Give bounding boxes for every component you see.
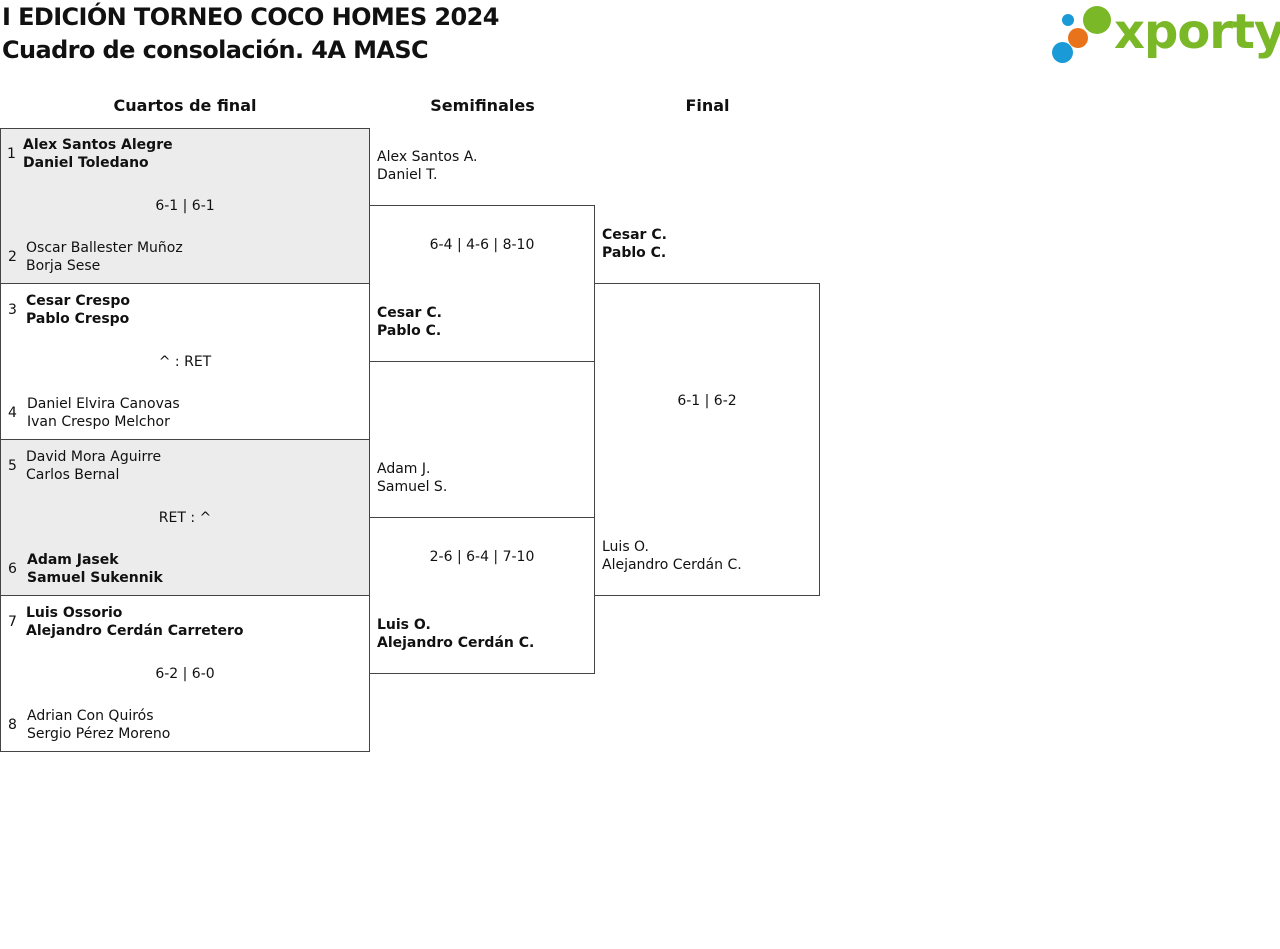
seed-number: 3 [8, 302, 17, 318]
team-sf1-bottom: Cesar C. Pablo C. [377, 304, 442, 340]
xporty-logo: xporty [1052, 4, 1280, 66]
player-name: Adam J. [377, 461, 431, 477]
page-subtitle: Cuadro de consolación. 4A MASC [2, 36, 429, 64]
team-qf1-top: Alex Santos Alegre Daniel Toledano [23, 136, 173, 172]
player-name: Cesar C. [377, 305, 442, 321]
player-name: Carlos Bernal [26, 467, 120, 483]
team-qf3-top: David Mora Aguirre Carlos Bernal [26, 448, 161, 484]
round-header-quarterfinals: Cuartos de final [113, 96, 257, 115]
team-sf1-top: Alex Santos A. Daniel T. [377, 148, 478, 184]
player-name: Pablo Crespo [26, 311, 130, 327]
player-name: Pablo C. [602, 245, 667, 261]
match-score: 6-4 | 4-6 | 8-10 [429, 237, 535, 253]
player-name: Luis O. [602, 539, 649, 555]
player-name: Pablo C. [377, 323, 442, 339]
team-qf2-bottom: Daniel Elvira Canovas Ivan Crespo Melcho… [27, 395, 180, 431]
team-sf2-top: Adam J. Samuel S. [377, 460, 447, 496]
round-header-final: Final [685, 96, 730, 115]
player-name: Adrian Con Quirós [27, 708, 154, 724]
seed-number: 7 [8, 614, 17, 630]
team-qf1-bottom: Oscar Ballester Muñoz Borja Sese [26, 239, 183, 275]
player-name: Luis O. [377, 617, 431, 633]
match-score: 6-1 | 6-1 [155, 198, 215, 214]
player-name: Daniel T. [377, 167, 438, 183]
round-header-semifinals: Semifinales [430, 96, 535, 115]
player-name: Alex Santos Alegre [23, 137, 173, 153]
match-score: RET : ^ [158, 510, 212, 526]
team-qf2-top: Cesar Crespo Pablo Crespo [26, 292, 130, 328]
seed-number: 5 [8, 458, 17, 474]
player-name: David Mora Aguirre [26, 449, 162, 465]
player-name: Alejandro Cerdán Carretero [26, 623, 244, 639]
qf-match-3 [0, 439, 370, 596]
player-name: Borja Sese [26, 258, 101, 274]
player-name: Alejandro Cerdán C. [602, 557, 742, 573]
team-qf4-bottom: Adrian Con Quirós Sergio Pérez Moreno [27, 707, 170, 743]
player-name: Samuel S. [377, 479, 448, 495]
player-name: Adam Jasek [27, 552, 119, 568]
match-score: 6-2 | 6-0 [155, 666, 215, 682]
team-qf3-bottom: Adam Jasek Samuel Sukennik [27, 551, 163, 587]
logo-dot-blue-small [1062, 14, 1074, 26]
seed-number: 4 [8, 405, 17, 421]
player-name: Daniel Elvira Canovas [27, 396, 180, 412]
seed-number: 1 [7, 146, 16, 162]
logo-text: xporty [1114, 4, 1280, 60]
team-qf4-top: Luis Ossorio Alejandro Cerdán Carretero [26, 604, 243, 640]
match-score: 2-6 | 6-4 | 7-10 [429, 549, 535, 565]
team-sf2-bottom: Luis O. Alejandro Cerdán C. [377, 616, 534, 652]
page-title: I EDICIÓN TORNEO COCO HOMES 2024 [2, 3, 499, 31]
player-name: Ivan Crespo Melchor [27, 414, 170, 430]
seed-number: 8 [8, 717, 17, 733]
logo-dot-green [1083, 6, 1111, 34]
player-name: Luis Ossorio [26, 605, 123, 621]
seed-number: 6 [8, 561, 17, 577]
logo-dot-orange [1068, 28, 1088, 48]
player-name: Alejandro Cerdán C. [377, 635, 535, 651]
player-name: Oscar Ballester Muñoz [26, 240, 183, 256]
player-name: Alex Santos A. [377, 149, 478, 165]
qf-match-1 [0, 128, 370, 284]
match-score: 6-1 | 6-2 [677, 393, 737, 409]
final-match [594, 283, 820, 596]
player-name: Samuel Sukennik [27, 570, 163, 586]
team-final-top: Cesar C. Pablo C. [602, 226, 667, 262]
team-final-bottom: Luis O. Alejandro Cerdán C. [602, 538, 742, 574]
player-name: Cesar C. [602, 227, 667, 243]
player-name: Cesar Crespo [26, 293, 130, 309]
seed-number: 2 [8, 249, 17, 265]
match-score: ^ : RET [158, 354, 212, 370]
logo-dot-blue-large [1052, 42, 1073, 63]
player-name: Sergio Pérez Moreno [27, 726, 171, 742]
player-name: Daniel Toledano [23, 155, 149, 171]
